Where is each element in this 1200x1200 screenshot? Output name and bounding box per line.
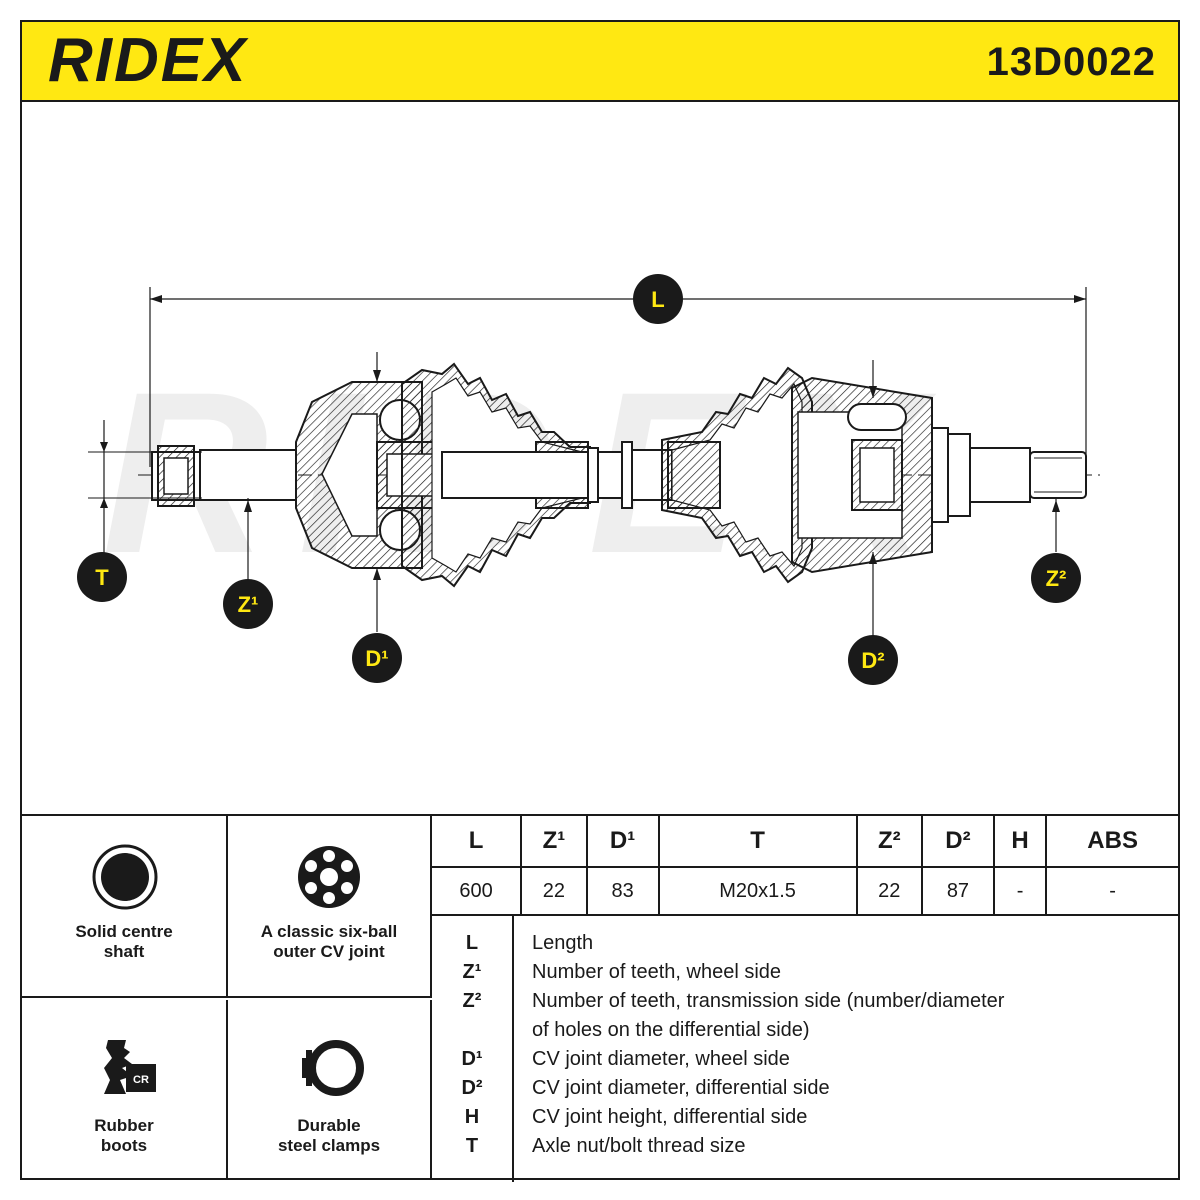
label-D2: D² <box>861 648 884 673</box>
feature-label: shaft <box>103 942 145 961</box>
label-Z1: Z¹ <box>238 592 259 617</box>
legend-text: Number of teeth, transmission side (numb… <box>532 990 1005 1012</box>
legend-row: H CV joint height, differential side <box>432 1106 1178 1135</box>
part-number: 13D0022 <box>986 40 1156 84</box>
legend-text: CV joint diameter, wheel side <box>532 1048 790 1070</box>
cr-badge: CR <box>133 1074 149 1086</box>
spec-header-row: L Z¹ D¹ T Z² D² H ABS <box>432 816 1178 868</box>
legend: L Length Z¹ Number of teeth, wheel side … <box>432 914 1178 1182</box>
spec-header: ABS <box>1045 816 1178 868</box>
legend-row: T Axle nut/bolt thread size <box>432 1135 1178 1164</box>
spec-value: 22 <box>520 866 588 916</box>
legend-row: D² CV joint diameter, differential side <box>432 1077 1178 1106</box>
feature-label: boots <box>100 1136 148 1155</box>
info-panel: Solid centre shaft A classic six-ball ou… <box>22 814 1178 1182</box>
label-D1: D¹ <box>365 646 388 671</box>
spec-header: Z¹ <box>520 816 588 868</box>
legend-text: CV joint height, differential side <box>532 1106 808 1128</box>
legend-text: CV joint diameter, differential side <box>532 1077 830 1099</box>
spec-value: - <box>992 866 1048 916</box>
spec-value: 600 <box>432 866 523 916</box>
legend-row: of holes on the differential side) <box>432 1019 1178 1048</box>
legend-key: Z² <box>462 990 482 1012</box>
spec-table: L Z¹ D¹ T Z² D² H ABS 600 22 83 M20x1.5 … <box>432 816 1178 916</box>
callout-T: T <box>77 552 127 602</box>
legend-key: L <box>465 932 479 954</box>
feature-label: Solid centre <box>75 922 173 941</box>
callout-D1: D¹ <box>352 633 402 683</box>
spec-header: D² <box>920 816 995 868</box>
legend-divider <box>512 916 514 1182</box>
spline-stub-differential-side <box>969 447 1087 503</box>
legend-row: L Length <box>432 932 1178 961</box>
spec-value: 83 <box>585 866 660 916</box>
legend-text: of holes on the differential side) <box>532 1019 810 1041</box>
legend-key: Z¹ <box>462 961 482 983</box>
boot-differential-side <box>661 366 813 584</box>
feature-label: outer CV joint <box>273 942 385 961</box>
callout-Z1: Z¹ <box>223 579 273 629</box>
drive-shaft-diagram: RIDEX <box>22 102 1178 814</box>
legend-key: H <box>464 1106 480 1128</box>
dimension-leaders <box>88 352 1060 636</box>
feature-label: Rubber <box>94 1116 154 1135</box>
label-L: L <box>651 287 664 312</box>
callout-L: L <box>633 274 683 324</box>
centre-shaft <box>441 441 673 509</box>
callout-D2: D² <box>848 635 898 685</box>
spec-header: Z² <box>855 816 923 868</box>
feature-rubber-boots: CR Rubber boots <box>22 1000 228 1180</box>
spec-header: D¹ <box>585 816 660 868</box>
feature-solid-shaft: Solid centre shaft <box>22 816 228 998</box>
inner-cv-joint <box>791 376 971 574</box>
spec-header: H <box>992 816 1048 868</box>
six-ball-cv-joint-icon <box>298 846 360 908</box>
legend-text: Number of teeth, wheel side <box>532 961 782 983</box>
spec-value: - <box>1045 866 1178 916</box>
label-T: T <box>95 565 109 590</box>
legend-key: D² <box>461 1077 483 1099</box>
thread-stub-wheel-side <box>151 445 297 507</box>
legend-key: D¹ <box>461 1048 483 1070</box>
feature-label: steel clamps <box>277 1136 381 1155</box>
feature-label: A classic six-ball <box>260 922 398 941</box>
legend-key: T <box>465 1135 479 1157</box>
product-sheet: RIDEX 13D0022 RIDEX <box>20 20 1180 1182</box>
steel-clamp-icon <box>302 1040 364 1096</box>
brand-logo: RIDEX <box>48 26 248 95</box>
rubber-boot-icon: CR <box>104 1040 156 1094</box>
drive-shaft-drawing: RIDEX <box>77 274 1100 685</box>
legend-text: Length <box>532 932 594 954</box>
legend-row: Z¹ Number of teeth, wheel side <box>432 961 1178 990</box>
spec-value-row: 600 22 83 M20x1.5 22 87 - - <box>432 866 1178 916</box>
spec-value: 22 <box>855 866 923 916</box>
legend-row: Z² Number of teeth, transmission side (n… <box>432 990 1178 1019</box>
spec-header: L <box>432 816 523 868</box>
header-bar: RIDEX 13D0022 <box>22 22 1178 102</box>
feature-steel-clamps: Durable steel clamps <box>228 1000 432 1180</box>
callout-Z2: Z² <box>1031 553 1081 603</box>
solid-shaft-icon <box>92 844 158 910</box>
feature-label: Durable <box>297 1116 361 1135</box>
label-Z2: Z² <box>1046 566 1067 591</box>
feature-six-ball-joint: A classic six-ball outer CV joint <box>228 816 432 998</box>
spec-value: M20x1.5 <box>657 866 858 916</box>
legend-text: Axle nut/bolt thread size <box>532 1135 746 1157</box>
legend-row: D¹ CV joint diameter, wheel side <box>432 1048 1178 1077</box>
length-dimension <box>149 287 1087 467</box>
spec-value: 87 <box>920 866 995 916</box>
spec-header: T <box>657 816 858 868</box>
